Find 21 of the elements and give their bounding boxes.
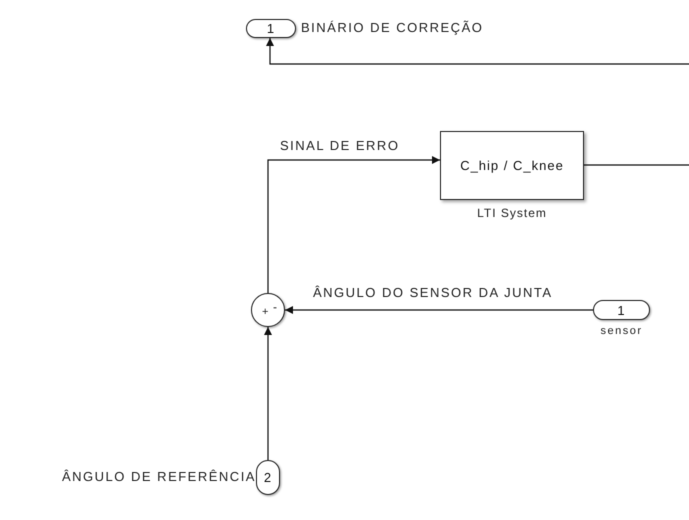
block-caption: LTI System xyxy=(476,207,548,219)
signal-line xyxy=(267,156,440,293)
signal-line xyxy=(285,306,593,314)
port-block xyxy=(246,19,296,38)
port-number: 1 xyxy=(266,22,276,35)
signal-line xyxy=(266,38,689,65)
signal-label: ÂNGULO DO SENSOR DA JUNTA xyxy=(313,286,553,299)
sign-text: + xyxy=(262,307,268,318)
sign-text: - xyxy=(273,301,277,313)
port-block xyxy=(256,460,280,495)
port-block xyxy=(593,300,650,320)
block-caption: ÂNGULO DE REFERÊNCIA xyxy=(62,470,253,483)
signal-label: SINAL DE ERRO xyxy=(280,139,400,152)
block-caption: BINÁRIO DE CORREÇÃO xyxy=(301,21,484,34)
port-number: 1 xyxy=(617,304,626,316)
transfer-function-block xyxy=(440,131,584,200)
port-number: 2 xyxy=(264,471,272,484)
block-caption: sensor xyxy=(599,326,644,337)
block-label: C_hip / C_knee xyxy=(460,159,564,172)
signal-line xyxy=(584,164,689,166)
signal-line xyxy=(264,327,272,460)
